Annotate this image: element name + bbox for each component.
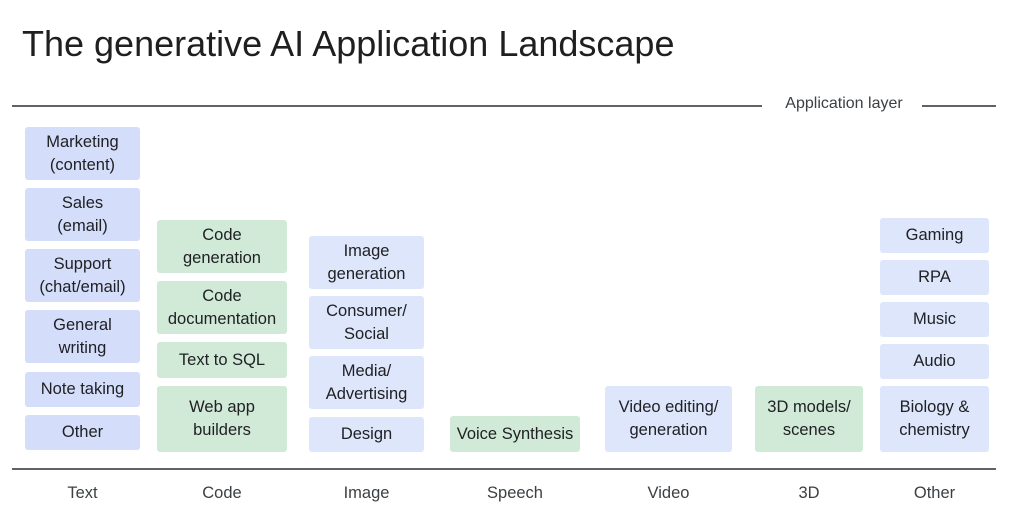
box-support: Support (chat/email) (25, 249, 140, 302)
category-label-other: Other (913, 484, 956, 502)
application-layer-label: Application layer (785, 95, 903, 112)
category-label-image: Image (343, 484, 390, 502)
box-design: Design (309, 417, 424, 452)
box-note-taking: Note taking (25, 372, 140, 407)
page-title: The generative AI Application Landscape (22, 23, 675, 64)
box-web-app-builders: Web app builders (157, 386, 287, 452)
box-music: Music (880, 302, 989, 337)
box-general-writing: General writing (25, 310, 140, 363)
category-label-speech: Speech (487, 484, 543, 502)
box-text-other: Other (25, 415, 140, 450)
box-code-generation: Code generation (157, 220, 287, 273)
box-image-generation: Image generation (309, 236, 424, 289)
top-rule-right (922, 105, 996, 107)
box-media-advertising: Media/ Advertising (309, 356, 424, 409)
category-label-code: Code (202, 484, 242, 502)
category-label-video: Video (647, 484, 690, 502)
box-gaming: Gaming (880, 218, 989, 253)
box-sales: Sales (email) (25, 188, 140, 241)
category-label-text: Text (67, 484, 98, 502)
box-code-documentation: Code documentation (157, 281, 287, 334)
box-voice-synthesis: Voice Synthesis (450, 416, 580, 452)
box-rpa: RPA (880, 260, 989, 295)
box-text-to-sql: Text to SQL (157, 342, 287, 378)
box-video-editing: Video editing/ generation (605, 386, 732, 452)
box-consumer-social: Consumer/ Social (309, 296, 424, 349)
bottom-rule (12, 468, 996, 470)
box-3d-models: 3D models/ scenes (755, 386, 863, 452)
top-rule-left (12, 105, 762, 107)
box-biology-chemistry: Biology & chemistry (880, 386, 989, 452)
category-label-3d: 3D (798, 484, 820, 502)
box-marketing: Marketing (content) (25, 127, 140, 180)
box-audio: Audio (880, 344, 989, 379)
